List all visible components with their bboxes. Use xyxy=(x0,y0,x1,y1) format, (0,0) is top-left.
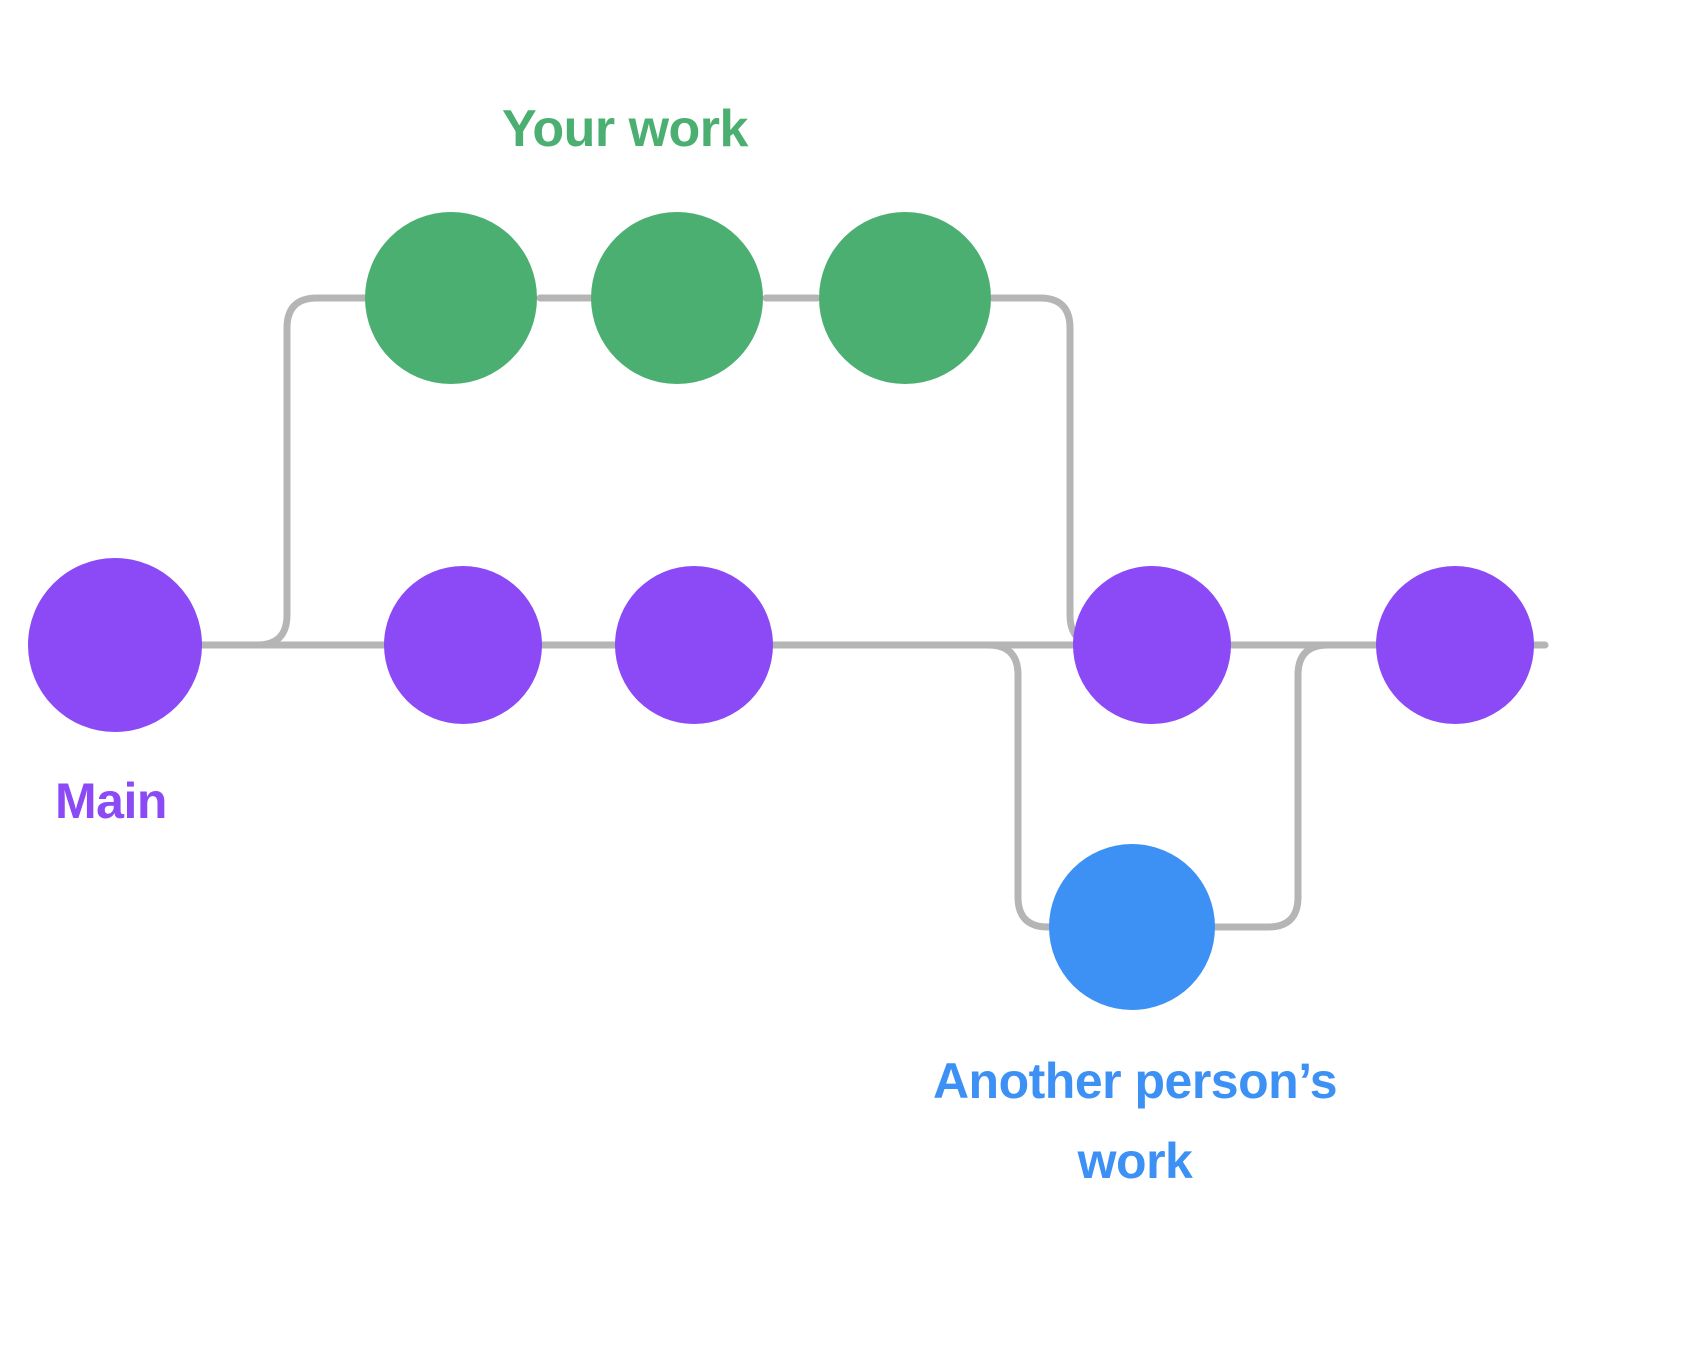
commit-node-main-2[interactable] xyxy=(384,566,542,724)
commit-node-your-work-3[interactable] xyxy=(819,212,991,384)
commit-node-your-work-1[interactable] xyxy=(365,212,537,384)
branch-label-another-person-work-line1: Another person’s xyxy=(933,1053,1337,1109)
commit-node-main-1[interactable] xyxy=(28,558,202,732)
edge-merge-other xyxy=(1186,641,1382,931)
commit-node-layer xyxy=(28,212,1534,1010)
commit-node-main-3[interactable] xyxy=(615,566,773,724)
branch-label-layer: Your work Main Another person’s work xyxy=(55,100,1338,1189)
edge-branch-out-your-work xyxy=(228,294,374,649)
commit-node-main-5[interactable] xyxy=(1376,566,1534,724)
branch-label-your-work: Your work xyxy=(502,100,748,158)
commit-node-main-4[interactable] xyxy=(1073,566,1231,724)
branch-label-another-person-work-line2: work xyxy=(1077,1133,1193,1189)
commit-node-other-1[interactable] xyxy=(1049,844,1215,1010)
edge-branch-out-other xyxy=(771,641,1079,931)
commit-node-your-work-2[interactable] xyxy=(591,212,763,384)
branch-label-main: Main xyxy=(55,773,167,829)
